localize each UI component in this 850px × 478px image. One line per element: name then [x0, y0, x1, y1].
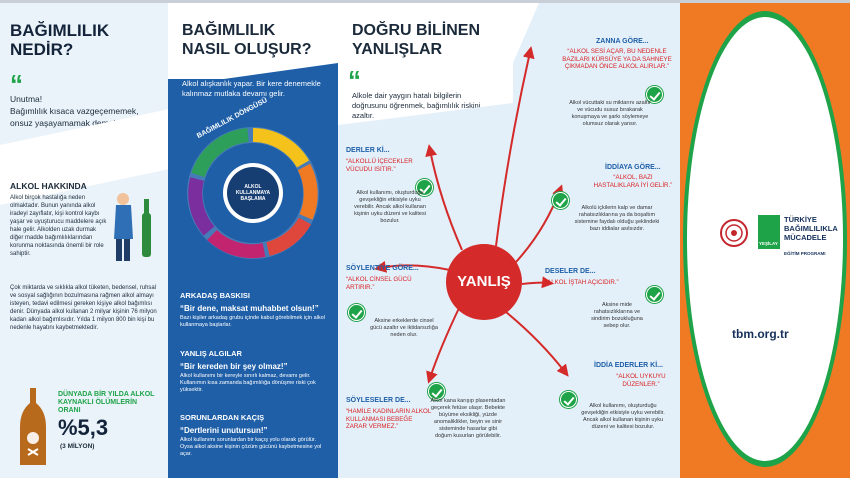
section-escape-problems: SORUNLARDAN KAÇIŞ “Dertlerini unutursun!…	[180, 413, 322, 457]
myth-quote-5: “ALKOL, BAZI HASTALIKLARA İYİ GELİR.”	[593, 174, 673, 189]
myth-title-5: İDDİAYA GÖRE...	[605, 164, 661, 171]
myth-truth-1: Alkol kullanımı, oluşturduğu gevşekliğin…	[354, 190, 426, 224]
yesilay-logo	[758, 215, 780, 249]
panel-what-is-addiction: BAĞIMLILIK NEDİR? “ Unutma! Bağımlılık k…	[0, 3, 168, 478]
section-peer-pressure: ARKADAŞ BASKISI “Bir dene, maksat muhabb…	[180, 291, 325, 328]
myth-title-6: DESELER DE...	[545, 268, 596, 275]
stat-value: %5,3	[58, 415, 109, 440]
myth-truth-4: Alkol vücuttaki su miktarını azaltır ve …	[569, 100, 651, 127]
panel1-intro: Unutma! Bağımlılık kısaca vazgeçememek, …	[10, 94, 139, 128]
open-quote-icon-2: “	[348, 65, 361, 95]
myth-title-2: SÖYLENTİYE GÖRE...	[346, 265, 419, 272]
panel3-intro: Alkole dair yaygın hatalı bilgilerin doğ…	[352, 91, 481, 120]
stat-title: DÜNYADA BİR YILDA ALKOL KAYNAKLI ÖLÜMLER…	[58, 391, 155, 414]
panel1-title: BAĞIMLILIK NEDİR?	[10, 21, 110, 59]
myth-center-badge: YANLIŞ	[446, 244, 522, 320]
website-url: tbm.org.tr	[732, 327, 789, 341]
myth-quote-2: “ALKOL CİNSEL GÜCÜ ARTIRIR.”	[346, 276, 412, 291]
check-icon-3	[428, 383, 445, 400]
check-icon-7	[560, 391, 577, 408]
myth-truth-5: Alkolü içkilerin kalp ve damar rahatsızl…	[574, 205, 660, 232]
myth-title-7: İDDİA EDERLER Kİ...	[594, 362, 663, 369]
blue-band	[168, 79, 338, 478]
myth-title-3: SÖYLESELER DE...	[346, 397, 411, 404]
ministry-seal-icon	[720, 219, 748, 247]
yesilay-text: YEŞİLAY	[759, 241, 778, 246]
panel4-white-wedge	[513, 3, 539, 63]
cycle-center: ALKOL KULLANMAYA BAŞLAMA	[235, 184, 271, 202]
alcohol-body: Alkol birçok hastalığa neden olmaktadır.…	[10, 195, 107, 257]
panel-common-myths: DOĞRU BİLİNEN YANLIŞLAR “ Alkole dair ya…	[338, 3, 513, 478]
check-icon-1	[416, 179, 433, 196]
alcohol-body-2: Çok miktarda ve sıklıkla alkol tüketen, …	[10, 285, 157, 331]
section-misperceptions: YANLIŞ ALGILAR “Bir kereden bir şey olma…	[180, 349, 316, 393]
brand-sub: EĞİTİM PROGRAMI	[784, 251, 826, 256]
myth-quote-1: “ALKOLLÜ İÇECEKLER VÜCUDU ISITIR.”	[346, 158, 413, 173]
stat-sub: (3 MİLYON)	[60, 443, 95, 450]
panel2-intro: Alkol alışkanlık yapar. Bir kere denemek…	[182, 79, 321, 98]
myth-title-1: DERLER Kİ...	[346, 147, 390, 154]
myth-truth-3: Alkol kana karışıp plasentadan geçerek f…	[430, 398, 506, 439]
myth-truth-6: Aksine mide rahatsızlıklarına ve sindiri…	[591, 302, 643, 329]
check-icon-5	[552, 192, 569, 209]
panel2-title: BAĞIMLILIK NASIL OLUŞUR?	[182, 22, 312, 58]
addiction-cycle-diagram	[187, 127, 319, 259]
panel-how-addiction-forms: BAĞIMLILIK NASIL OLUŞUR? Alkol alışkanlı…	[168, 3, 338, 478]
open-quote-icon: “	[10, 69, 23, 99]
check-icon-4	[646, 86, 663, 103]
myth-title-4: ZANNA GÖRE...	[596, 38, 649, 45]
check-icon-2	[348, 304, 365, 321]
alcohol-bottle-icon	[20, 388, 46, 465]
myth-truth-2: Aksine erkeklerde cinsel gücü azaltır ve…	[370, 318, 438, 338]
myth-quote-6: “ALKOL İŞTAH AÇICIDIR.”	[545, 279, 619, 286]
check-icon-6	[646, 286, 663, 303]
myth-quote-7: “ALKOL UYKUYU DÜZENLER.”	[616, 373, 666, 388]
myth-truth-7: Alkol kullanımı, oluşturduğu gevşekliğin…	[581, 403, 665, 430]
drinking-person-icon	[114, 193, 151, 261]
myth-quote-4: “ALKOL SESİ AÇAR, BU NEDENLE BAZILARI KÜ…	[562, 48, 672, 70]
panel3-title: DOĞRU BİLİNEN YANLIŞLAR	[352, 22, 480, 58]
alcohol-section-title: ALKOL HAKKINDA	[10, 181, 87, 191]
top-divider	[0, 0, 850, 3]
brand-name: TÜRKİYE BAĞIMLILIKLA MÜCADELE	[784, 215, 838, 242]
panel-brand: YEŞİLAY TÜRKİYE BAĞIMLILIKLA MÜCADELE EĞ…	[680, 3, 850, 478]
panel3-blue-wedge	[338, 103, 513, 478]
panel-myths-right	[513, 3, 680, 478]
myth-quote-3: “HAMİLE KADINLARIN ALKOL KULLANMASI BEBE…	[346, 408, 432, 430]
